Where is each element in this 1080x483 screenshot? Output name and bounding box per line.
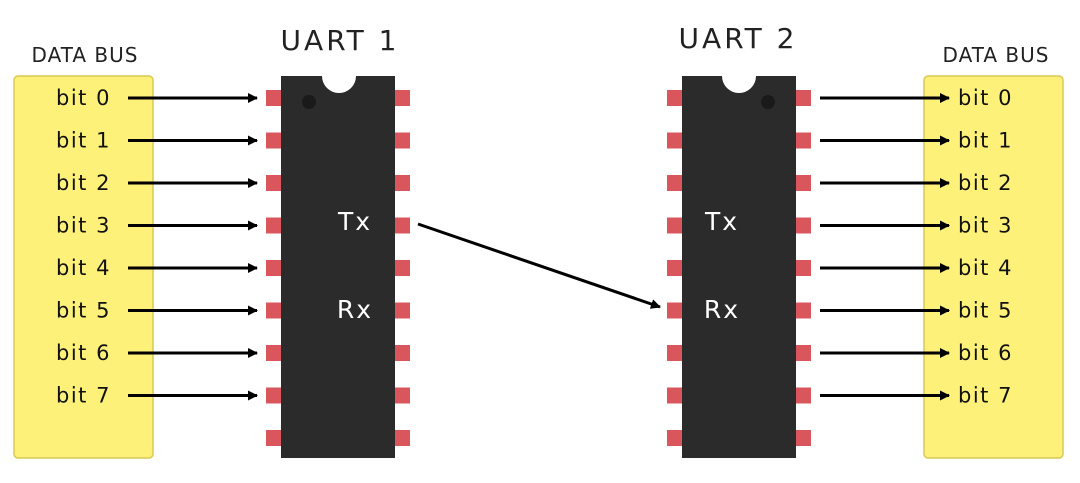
- right-bit-label: bit 2: [958, 171, 1013, 195]
- uart1-title: UART 1: [281, 24, 400, 57]
- uart1-notch: [322, 76, 356, 93]
- uart2-pin1-dot: [761, 95, 775, 109]
- left-bit-label: bit 4: [56, 256, 111, 280]
- right-bit-label: bit 4: [958, 256, 1013, 280]
- right-bit-label: bit 3: [958, 214, 1013, 238]
- right-bit-label: bit 0: [958, 86, 1013, 110]
- left-bit-label: bit 0: [56, 86, 111, 110]
- tx-to-rx-arrow: [417, 222, 661, 309]
- left-bit-arrows: [128, 93, 258, 401]
- uart2-tx-label: Tx: [704, 207, 739, 236]
- right-bit-label: bit 6: [958, 341, 1013, 365]
- left-bit-label: bit 2: [56, 171, 111, 195]
- left-bit-label: bit 7: [56, 384, 111, 408]
- left-bit-label: bit 5: [56, 299, 111, 323]
- right-bit-label: bit 7: [958, 384, 1013, 408]
- uart1-chip-group: UART 1 Tx Rx: [266, 24, 410, 458]
- right-bit-arrows: [820, 93, 950, 401]
- uart1-chip: [281, 76, 395, 458]
- right-bus-label: DATA BUS: [943, 43, 1050, 67]
- left-bit-label: bit 1: [56, 129, 111, 153]
- uart2-chip: [682, 76, 796, 458]
- left-bus-label: DATA BUS: [32, 43, 139, 67]
- uart1-pin1-dot: [302, 95, 316, 109]
- uart2-title: UART 2: [679, 22, 798, 55]
- right-bit-labels: bit 0 bit 1 bit 2 bit 3 bit 4 bit 5 bit 6 bit 7: [958, 86, 1013, 408]
- left-bit-labels: bit 0 bit 1 bit 2 bit 3 bit 4 bit 5 bit 6 bit 7: [56, 86, 111, 408]
- right-bit-label: bit 5: [958, 299, 1013, 323]
- uart1-tx-label: Tx: [337, 207, 372, 236]
- uart1-rx-label: Rx: [337, 295, 373, 324]
- uart2-rx-label: Rx: [704, 295, 740, 324]
- uart2-chip-group: UART 2 Tx Rx: [667, 22, 811, 458]
- left-bit-label: bit 6: [56, 341, 111, 365]
- right-bit-label: bit 1: [958, 129, 1013, 153]
- uart2-notch: [722, 76, 756, 93]
- left-bit-label: bit 3: [56, 214, 111, 238]
